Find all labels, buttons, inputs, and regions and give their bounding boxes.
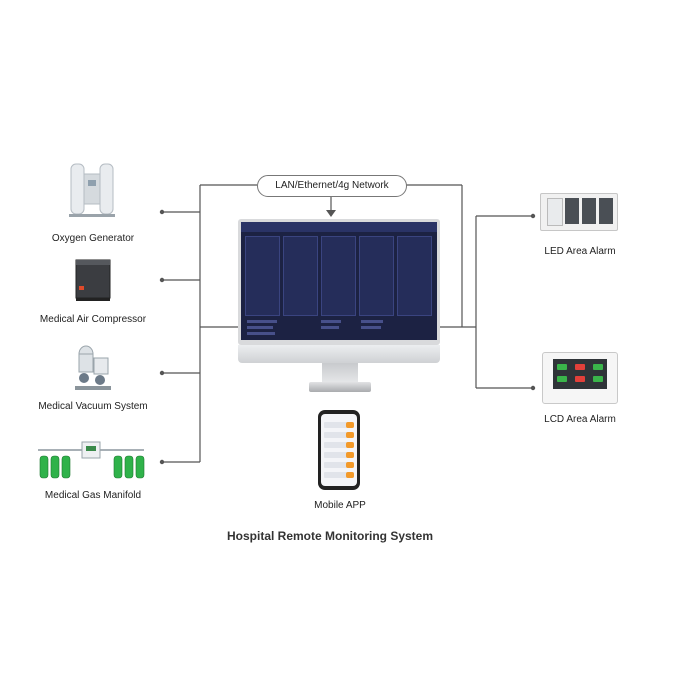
oxygen-generator-label: Oxygen Generator [51,233,135,244]
monitor-chin [238,345,440,363]
oxygen-generator-icon [69,163,115,217]
monitor-base [309,382,371,392]
monitor-screen [241,222,437,340]
lcd-alarm-label: LCD Area Alarm [544,414,616,425]
network-label: LAN/Ethernet/4g Network [257,175,407,197]
air-compressor-icon [75,259,111,301]
vacuum-system-label: Medical Vacuum System [38,401,148,412]
vacuum-system-icon [75,345,111,390]
lcd-alarm-icon [542,352,618,404]
led-alarm-label: LED Area Alarm [544,246,616,257]
phone-screen [321,414,357,486]
led-alarm-icon [540,193,618,231]
monitor-stand [322,363,358,383]
gas-manifold-label: Medical Gas Manifold [44,490,142,501]
gas-manifold-icon [38,441,145,479]
air-compressor-label: Medical Air Compressor [39,314,147,325]
mobile-app-label: Mobile APP [314,500,366,511]
diagram-title: Hospital Remote Monitoring System [226,529,434,543]
